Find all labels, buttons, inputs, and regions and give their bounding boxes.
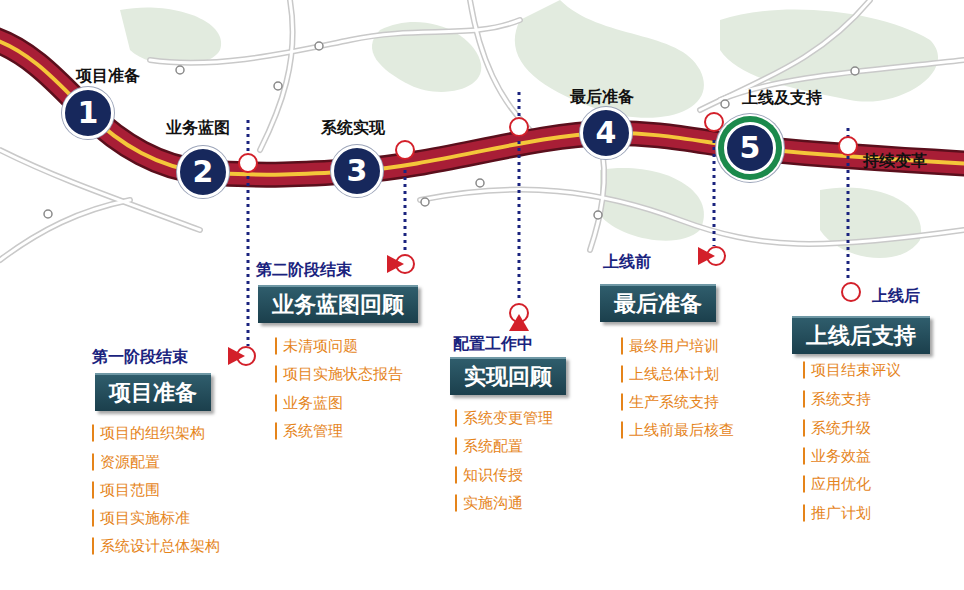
task-item: 业务效益 [803, 448, 871, 465]
phase-title: 上线后支持 [806, 322, 916, 350]
task-item: 系统设计总体架构 [92, 538, 220, 555]
task-item: 系统配置 [455, 438, 523, 455]
task-item: 生产系统支持 [621, 394, 719, 411]
task-item: 系统管理 [275, 423, 343, 440]
milestone-circle: 1项目准备 [62, 87, 114, 139]
task-item: 项目的组织架构 [92, 425, 205, 442]
task-item: 系统支持 [803, 391, 871, 408]
milestone-number: 1 [65, 90, 111, 136]
road-label: 持续变革 [863, 151, 927, 172]
milestone-heading: 项目准备 [76, 66, 140, 87]
milestone-circle: 4最后准备 [580, 107, 632, 159]
phase-box: 项目准备 [95, 373, 211, 411]
task-item: 业务蓝图 [275, 395, 343, 412]
task-item: 项目范围 [92, 482, 160, 499]
task-item: 上线总体计划 [621, 366, 719, 383]
phase-title: 项目准备 [109, 379, 197, 407]
task-item: 项目实施状态报告 [275, 366, 403, 383]
phase-title: 实现回顾 [464, 363, 552, 391]
phase-box: 业务蓝图回顾 [258, 285, 418, 323]
task-item: 知识传授 [455, 467, 523, 484]
task-item: 项目结束评议 [803, 362, 901, 379]
phase-title: 最后准备 [614, 290, 702, 318]
milestone-heading: 上线及支持 [742, 88, 822, 109]
milestone-marker-label: 上线后 [872, 286, 920, 307]
milestone-heading: 业务蓝图 [166, 118, 230, 139]
task-item: 资源配置 [92, 454, 160, 471]
milestone-number: 4 [583, 110, 629, 156]
milestone-circle: 2业务蓝图 [177, 146, 229, 198]
milestone-number: 2 [180, 149, 226, 195]
phase-box: 最后准备 [600, 284, 716, 322]
task-item: 推广计划 [803, 505, 871, 522]
task-item: 实施沟通 [455, 495, 523, 512]
milestone-circle: 3系统实现 [331, 145, 383, 197]
phase-title: 业务蓝图回顾 [272, 291, 404, 319]
milestone-marker-label: 第一阶段结束 [92, 347, 188, 368]
milestone-marker-label: 上线前 [603, 252, 651, 273]
milestone-marker-label: 配置工作中 [453, 334, 533, 355]
task-item: 项目实施标准 [92, 510, 190, 527]
milestone-heading: 系统实现 [321, 118, 385, 139]
task-item: 系统升级 [803, 420, 871, 437]
milestone-marker-label: 第二阶段结束 [256, 260, 352, 281]
task-item: 上线前最后核查 [621, 422, 734, 439]
task-item: 系统变更管理 [455, 410, 553, 427]
milestone-number: 5 [727, 125, 773, 171]
milestone-heading: 最后准备 [570, 87, 634, 108]
task-item: 未清项问题 [275, 338, 358, 355]
milestone-number: 3 [334, 148, 380, 194]
task-item: 最终用户培训 [621, 338, 719, 355]
phase-box: 上线后支持 [792, 316, 930, 354]
phase-box: 实现回顾 [450, 357, 566, 395]
milestone-circle: 5上线及支持 [724, 122, 776, 174]
task-item: 应用优化 [803, 476, 871, 493]
